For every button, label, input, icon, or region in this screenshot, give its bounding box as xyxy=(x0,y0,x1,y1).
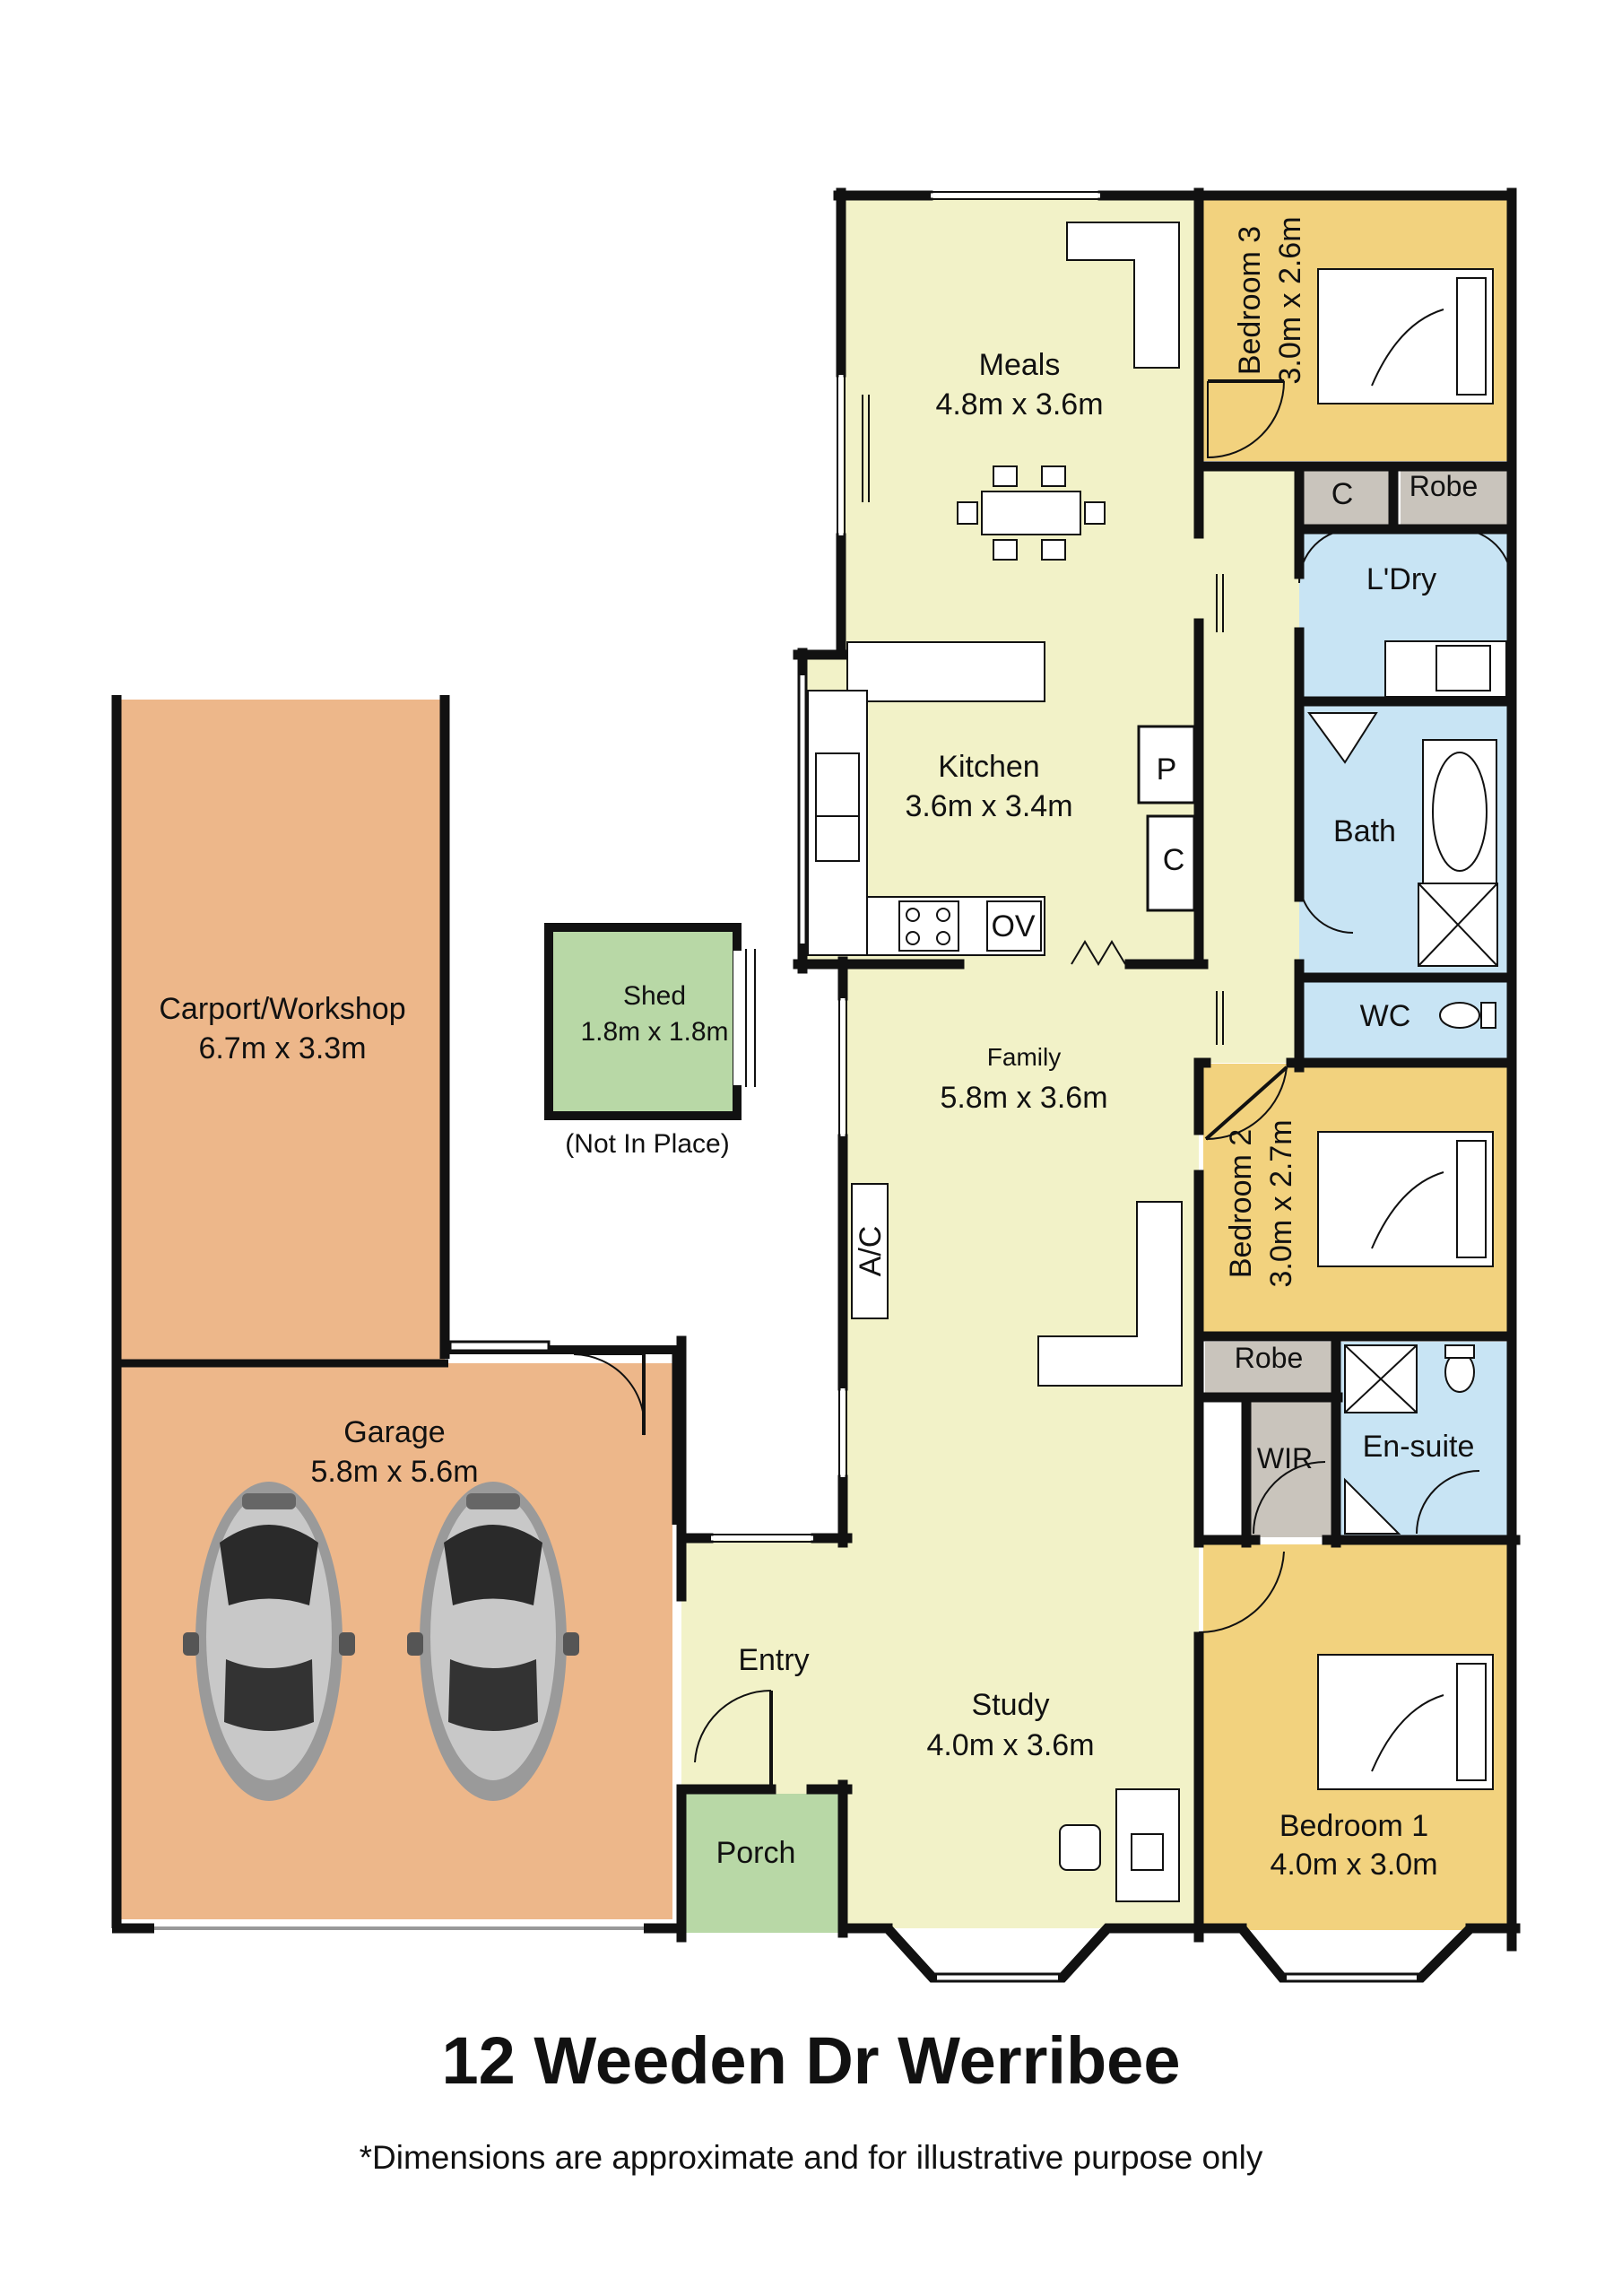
bedroom2-size: 3.0m x 2.7m xyxy=(1264,1119,1298,1287)
bed-icon xyxy=(1317,268,1494,1790)
bathtub-icon xyxy=(1422,739,1497,884)
kitchen-size: 3.6m x 3.4m xyxy=(905,789,1072,823)
shed-label: Shed xyxy=(623,981,686,1011)
porch-area xyxy=(681,1794,841,1933)
bath-label: Bath xyxy=(1333,814,1396,848)
bedroom3-label: Bedroom 3 xyxy=(1233,226,1267,375)
shed-note: (Not In Place) xyxy=(565,1129,729,1159)
bedroom2-label: Bedroom 2 xyxy=(1224,1129,1258,1278)
windows xyxy=(708,191,1516,1758)
shower-icon xyxy=(1344,883,1498,1413)
shed-size: 1.8m x 1.8m xyxy=(580,1017,728,1047)
linen-label: C xyxy=(1331,477,1354,511)
porch-label: Porch xyxy=(716,1836,796,1870)
meals-size: 4.8m x 3.6m xyxy=(935,387,1103,422)
family-label: Family xyxy=(987,1043,1061,1071)
ac-label: A/C xyxy=(854,1226,888,1277)
family-size: 5.8m x 3.6m xyxy=(940,1081,1107,1115)
car-icon xyxy=(407,1482,579,1801)
laundry-label: L'Dry xyxy=(1366,562,1436,596)
shed-area xyxy=(544,923,742,1120)
sink-icon xyxy=(1307,640,1507,1535)
robe2-label: Robe xyxy=(1235,1342,1304,1374)
bedroom1-label: Bedroom 1 xyxy=(1279,1809,1428,1843)
bedroom3-size: 3.0m x 2.6m xyxy=(1273,216,1307,384)
toilet-icon xyxy=(1439,1002,1496,1393)
living-zone xyxy=(681,196,1299,1928)
disclaimer-text: *Dimensions are approximate and for illu… xyxy=(359,2139,1263,2176)
kitchen-label: Kitchen xyxy=(938,750,1039,784)
linen-area xyxy=(1299,466,1393,526)
sofa-icon xyxy=(1066,222,1180,369)
robe3-label: Robe xyxy=(1409,470,1479,502)
bedroom1-size: 4.0m x 3.0m xyxy=(1270,1848,1437,1882)
room-labels: Meals 4.8m x 3.6m Kitchen 3.6m x 3.4m Fa… xyxy=(159,348,1478,1882)
pantry-label: P xyxy=(1157,752,1177,787)
meals-label: Meals xyxy=(979,348,1061,382)
carport-size: 6.7m x 3.3m xyxy=(198,1031,366,1065)
entry-label: Entry xyxy=(738,1643,809,1677)
desk-icon xyxy=(1059,1788,1180,1902)
ensuite-label: En-suite xyxy=(1363,1430,1475,1464)
door-swings xyxy=(694,380,1513,1763)
wir-area xyxy=(1250,1401,1332,1537)
carport-area xyxy=(117,700,445,1363)
dining-table-icon xyxy=(957,465,1106,561)
study-size: 4.0m x 3.6m xyxy=(926,1728,1094,1762)
wir-label: WIR xyxy=(1257,1442,1313,1474)
oven-label: OV xyxy=(991,909,1035,944)
kitchen-island xyxy=(846,641,1045,702)
garage-size: 5.8m x 5.6m xyxy=(310,1455,478,1489)
house-walls xyxy=(676,187,1521,1952)
sofa-icon xyxy=(1037,1201,1183,1387)
cupboard-label: C xyxy=(1163,843,1185,877)
robe3-area xyxy=(1401,466,1508,526)
garage-label: Garage xyxy=(343,1415,445,1449)
bay-window xyxy=(883,1923,1474,1983)
property-address: 12 Weeden Dr Werribee xyxy=(441,2023,1181,2098)
carport-label: Carport/Workshop xyxy=(159,992,405,1026)
car-icon xyxy=(183,1482,355,1801)
study-label: Study xyxy=(972,1688,1050,1722)
robe2-area xyxy=(1205,1342,1332,1396)
wc-label: WC xyxy=(1360,999,1411,1033)
